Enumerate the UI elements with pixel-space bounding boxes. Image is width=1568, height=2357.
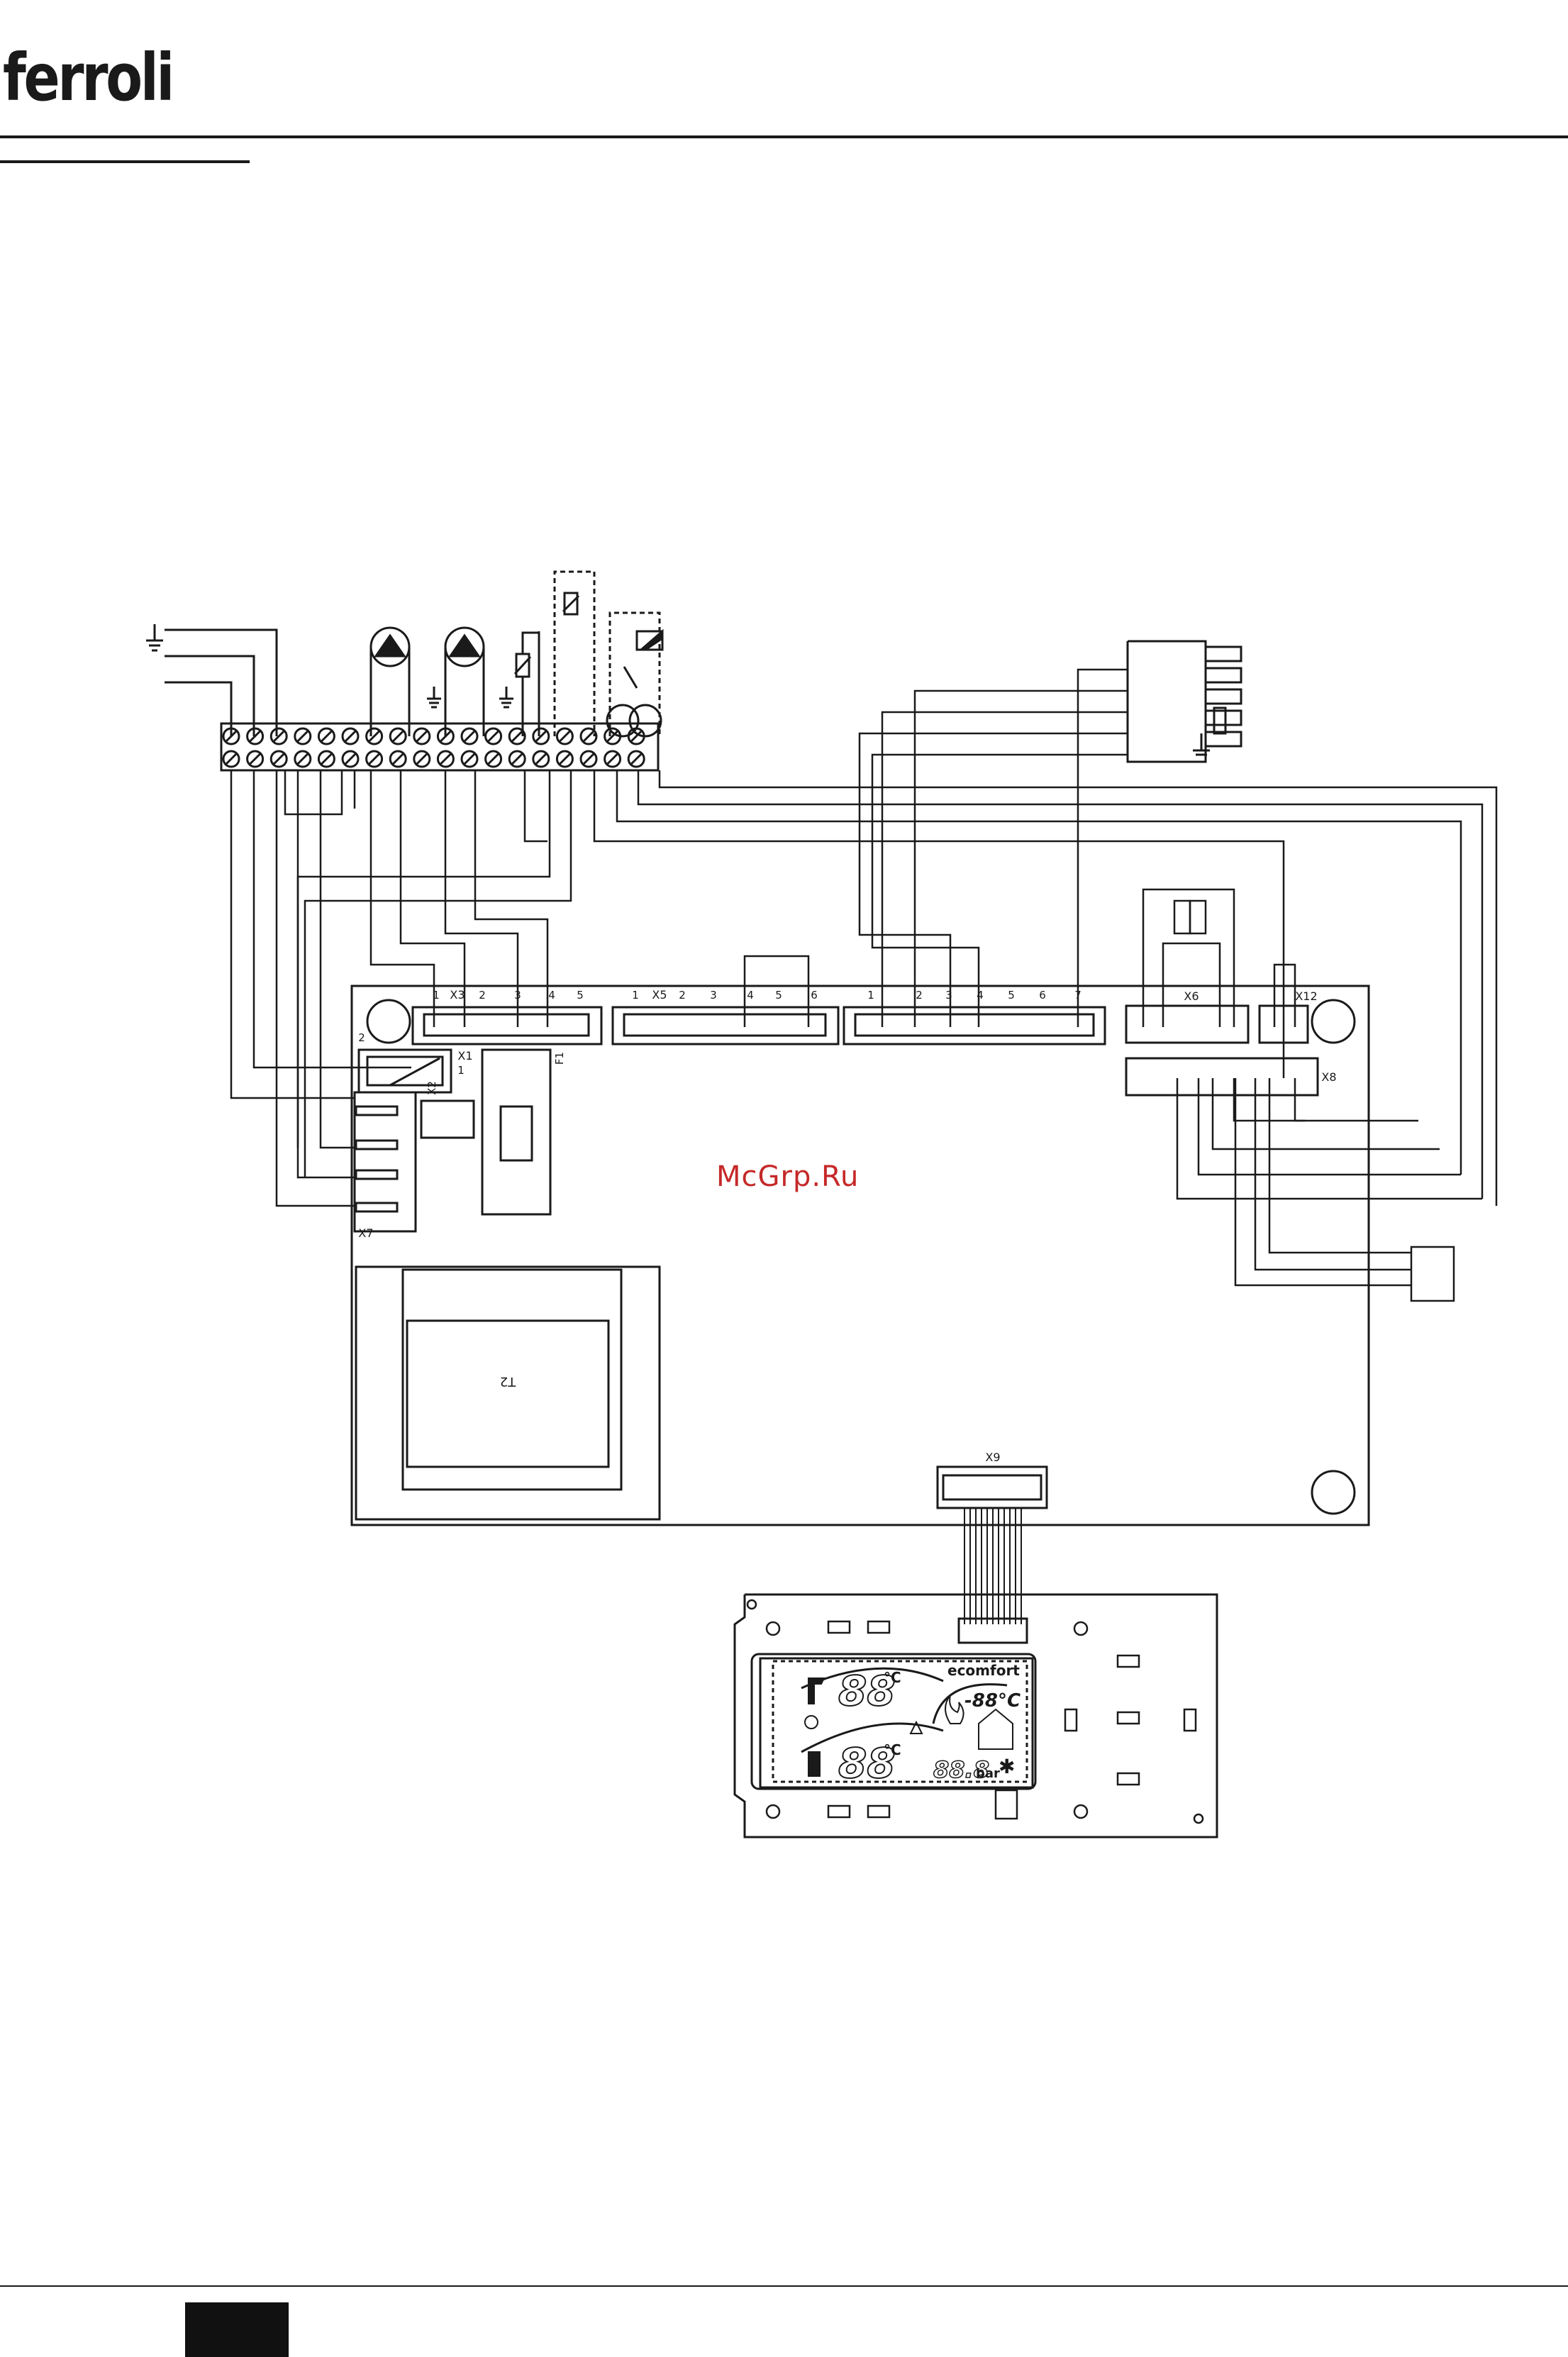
gas-valve-connector (1128, 641, 1241, 762)
x5-pin-5: 5 (775, 989, 782, 1002)
terminal-screw-slot (608, 754, 618, 764)
x3-pin-4: 4 (548, 989, 555, 1002)
x3-label: X3 (450, 988, 465, 1002)
terminal-screw-slot (584, 731, 594, 741)
connector-x2 (421, 1101, 474, 1138)
x4-pin-2: 2 (916, 989, 923, 1002)
sensor-2-icon (555, 572, 594, 736)
x9-label: X9 (985, 1451, 1000, 1464)
terminal-screw-slot (560, 731, 569, 741)
terminal-screw-slot (250, 754, 260, 764)
x5-pin-4: 4 (747, 989, 754, 1002)
x1-label: X1 (457, 1049, 472, 1063)
x6-label: X6 (1184, 989, 1199, 1003)
terminal-screw-slot (465, 731, 474, 741)
x4-pin-3: 3 (945, 989, 952, 1002)
x8-label: X8 (1321, 1070, 1336, 1084)
terminal-screw-slot (250, 731, 260, 741)
x3-pin-2: 2 (479, 989, 486, 1002)
lcd-unit-top: °C (884, 1669, 901, 1686)
terminal-screw-slot (489, 731, 499, 741)
lcd-brand-label: ecomfort (947, 1662, 1020, 1679)
display-board (735, 1595, 1217, 1837)
x1-pin-2: 2 (358, 1031, 365, 1044)
terminal-screw-slot (345, 731, 355, 741)
x4-pin-4: 4 (977, 989, 984, 1002)
x2-label: X2 (426, 1081, 438, 1095)
sensor-1-icon (515, 631, 539, 736)
terminal-screw-slot (560, 754, 569, 764)
x5-pin-6: 6 (811, 989, 818, 1002)
lcd-outdoor-temp: -88°C (964, 1690, 1021, 1712)
page-number-tab (185, 2302, 289, 2357)
sensor-2-symbol (563, 593, 579, 614)
sun-icon (805, 1716, 818, 1729)
tap-icon (808, 1752, 820, 1776)
terminal-screw-slot (369, 754, 379, 764)
connector-x5 (613, 1007, 838, 1044)
connector-x3 (413, 1007, 601, 1044)
watermark: McGrp.Ru (716, 1160, 859, 1193)
terminal-screw-slot (321, 731, 331, 741)
terminal-screw-slot (417, 731, 427, 741)
terminal-screw-slot (489, 754, 499, 764)
terminal-screw-slot (274, 731, 284, 741)
x5-pin-1: 1 (632, 989, 639, 1002)
terminal-screw-slot (345, 754, 355, 764)
flame-icon (945, 1695, 964, 1724)
terminal-screw-slot (274, 754, 284, 764)
terminal-screw-slot (393, 731, 403, 741)
x5-label: X5 (652, 988, 667, 1002)
terminal-screw-slot (584, 754, 594, 764)
terminal-screw-slot (321, 754, 331, 764)
x4-pin-6: 6 (1039, 989, 1046, 1002)
x5-pin-3: 3 (710, 989, 717, 1002)
terminal-screw-slot (512, 731, 522, 741)
main-board (352, 986, 1369, 1525)
fuse-f1 (482, 1050, 550, 1214)
x12-label: X12 (1295, 989, 1317, 1003)
radiator-flame-icon (808, 1678, 824, 1704)
footer-rule (0, 2285, 1568, 2287)
x7-label: X7 (358, 1226, 373, 1240)
terminal-screw-slot (417, 754, 427, 764)
supply-input-lines (146, 624, 277, 736)
terminal-screw-slot (440, 754, 450, 764)
t2-label: T2 (500, 1374, 516, 1389)
terminal-screw-slot (536, 731, 546, 741)
connector-x7 (355, 1092, 416, 1231)
terminal-screw-slot (393, 754, 403, 764)
terminal-screw-slot (298, 731, 308, 741)
x4-pin-1: 1 (867, 989, 874, 1002)
x3-pin-1: 1 (433, 989, 440, 1002)
house-icon (979, 1709, 1013, 1749)
f1-label: F1 (553, 1052, 566, 1065)
lcd-pressure-unit: bar (976, 1766, 1000, 1781)
terminal-block (221, 723, 658, 770)
x3-pin-3: 3 (514, 989, 521, 1002)
terminal-screw-slot (512, 754, 522, 764)
ground-symbols (427, 687, 513, 707)
pump-1-icon (371, 628, 409, 736)
connector-x9 (938, 1467, 1047, 1508)
terminal-screw-slot (631, 754, 641, 764)
transformer-t2 (356, 1267, 660, 1519)
x4-pin-5: 5 (1008, 989, 1015, 1002)
snowflake-icon: ✱ (999, 1755, 1015, 1778)
lcd-unit-bottom: °C (884, 1741, 901, 1758)
terminal-screw-slot (536, 754, 546, 764)
x3-pin-5: 5 (577, 989, 584, 1002)
connector-x8 (1126, 1058, 1318, 1095)
connector-x6 (1126, 1006, 1248, 1043)
x5-pin-2: 2 (679, 989, 686, 1002)
terminal-screw-slot (226, 754, 236, 764)
room-thermostat-icon (607, 613, 662, 736)
pump-2-icon (445, 628, 484, 736)
x1-pin-1: 1 (457, 1064, 465, 1077)
terminal-screw-slot (298, 754, 308, 764)
terminal-screw-slot (465, 754, 474, 764)
x4-pin-7: 7 (1074, 989, 1082, 1002)
terminal-screws (223, 728, 644, 767)
